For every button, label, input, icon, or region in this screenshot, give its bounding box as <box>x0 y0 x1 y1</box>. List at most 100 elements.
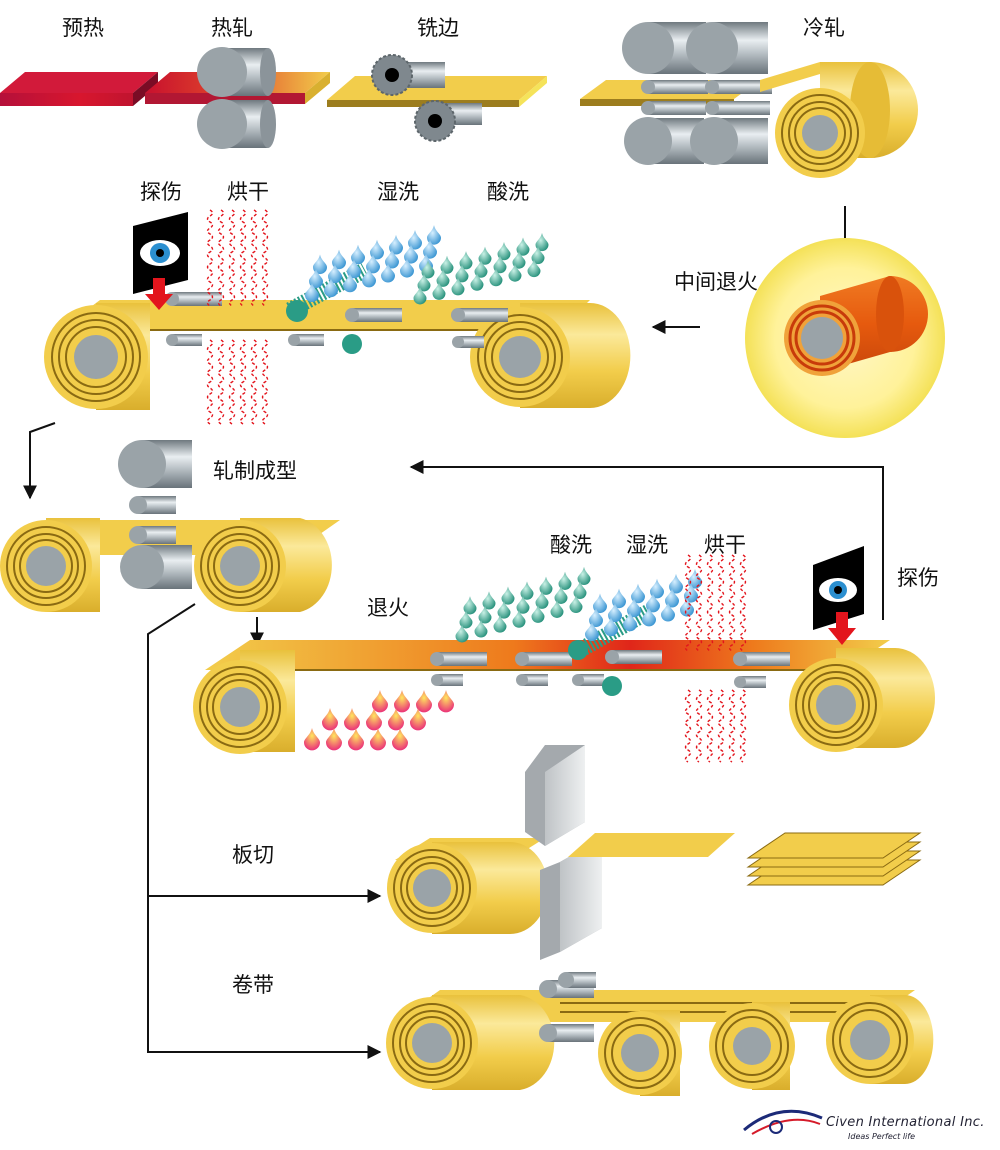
flame-icon <box>370 728 386 751</box>
coil-right-3 <box>789 648 935 752</box>
acid-drop-icon <box>508 263 522 282</box>
acid-drop-icon <box>497 600 511 619</box>
acid-drop-icon <box>459 610 473 629</box>
coil-right-2 <box>194 518 332 612</box>
coil-left-2 <box>0 518 100 612</box>
sheet-cutting-station <box>387 745 922 960</box>
flame-icon <box>344 708 360 731</box>
acid-drop-icon <box>413 286 427 305</box>
label-drying-1: 烘干 <box>227 180 269 204</box>
water-drop-icon <box>427 225 441 245</box>
heat-wave <box>695 689 703 763</box>
preheat-slab <box>0 72 158 106</box>
water-drop-icon <box>400 258 414 278</box>
slit-coil-1 <box>598 1010 682 1096</box>
water-drops-1 <box>305 225 441 303</box>
acid-drop-icon <box>474 259 488 278</box>
water-drop-icon <box>423 239 437 259</box>
water-drop-icon <box>612 588 626 609</box>
flame-icon <box>392 728 408 751</box>
water-drop-icon <box>608 602 622 623</box>
backup-rolls-top <box>622 22 772 94</box>
water-drop-icon <box>589 607 603 628</box>
water-drop-icon <box>324 277 338 298</box>
milling-cutter-bottom-icon <box>414 100 456 142</box>
heat-wave <box>706 554 714 652</box>
heat-wave <box>684 554 692 652</box>
acid-drop-icon <box>478 246 492 265</box>
heat-wave <box>239 209 247 307</box>
label-cold-rolling: 冷轧 <box>803 16 845 40</box>
company-slogan: Ideas Perfect life <box>848 1132 916 1141</box>
acid-drop-icon <box>459 251 473 270</box>
acid-drop-icon <box>455 624 469 643</box>
heat-wave <box>261 339 269 425</box>
label-intermediate-annealing: 中间退火 <box>674 270 758 294</box>
milling-cutter-top-icon <box>371 54 413 96</box>
water-drop-icon <box>366 253 380 274</box>
acid-drop-icon <box>527 258 541 278</box>
heat-wave <box>717 554 725 652</box>
brush-roll-2-icon <box>568 605 652 696</box>
arrow-return-to-roll-forming <box>409 460 884 620</box>
cut-sheet <box>568 833 735 857</box>
coil-left-1 <box>44 303 150 410</box>
water-drop-icon <box>332 249 346 270</box>
water-drop-icon <box>688 569 702 589</box>
flame-icon <box>366 708 382 731</box>
acid-drop-icon <box>417 273 431 292</box>
acid-drop-icon <box>531 245 545 265</box>
cold-coil <box>760 62 918 178</box>
acid-drop-icon <box>531 604 545 623</box>
shear-blade-top-icon <box>525 745 585 846</box>
heat-wave <box>217 339 225 425</box>
label-wet-wash-2: 湿洗 <box>626 533 668 557</box>
acid-drop-icon <box>478 605 492 624</box>
water-drop-icon <box>631 583 645 604</box>
top-work-roll <box>197 47 276 97</box>
water-drop-icon <box>347 258 361 279</box>
acid-drop-icon <box>463 596 477 615</box>
acid-drop-icon <box>493 255 507 274</box>
acid-drops-2 <box>455 566 591 643</box>
acid-drop-icon <box>470 272 484 291</box>
water-drop-icon <box>305 282 319 303</box>
acid-drop-icon <box>421 260 435 279</box>
forming-rolls <box>118 440 192 589</box>
acid-drop-icon <box>474 619 488 638</box>
label-annealing: 退火 <box>367 596 409 620</box>
coil-right-1 <box>470 303 631 408</box>
arrow-to-strip-coiling <box>147 603 382 1059</box>
acid-drop-icon <box>539 576 553 595</box>
acid-drop-icon <box>451 277 465 296</box>
guide-rollers-2 <box>430 650 790 688</box>
acid-drop-icon <box>493 614 507 633</box>
water-drop-icon <box>389 234 403 255</box>
heat-wave <box>261 209 269 307</box>
inspection-camera-1-icon <box>133 212 188 310</box>
flame-icon <box>438 690 454 713</box>
coil-cutting <box>387 842 548 934</box>
label-hot-rolling: 热轧 <box>211 16 253 40</box>
inspection-camera-2-icon <box>813 546 864 645</box>
water-drop-icon <box>680 597 694 617</box>
heat-wave <box>250 209 258 307</box>
slit-coil-3 <box>826 995 934 1084</box>
processing-line-2 <box>193 605 935 754</box>
intermediate-annealing-furnace <box>745 238 945 438</box>
heat-wave <box>228 339 236 425</box>
bottom-work-roll <box>197 99 276 149</box>
strip-coiling-station <box>386 972 934 1096</box>
heat-wave <box>706 689 714 763</box>
water-drop-icon <box>604 616 618 637</box>
water-drop-icon <box>665 587 679 608</box>
water-drop-icon <box>404 244 418 264</box>
edge-milling-station <box>327 54 547 142</box>
drying-heat-waves-1 <box>206 209 269 425</box>
water-drop-icon <box>370 239 384 260</box>
coil-source <box>386 995 555 1090</box>
water-drop-icon <box>381 262 395 283</box>
acid-drop-icon <box>535 590 549 609</box>
label-roll-forming: 轧制成型 <box>213 459 297 483</box>
